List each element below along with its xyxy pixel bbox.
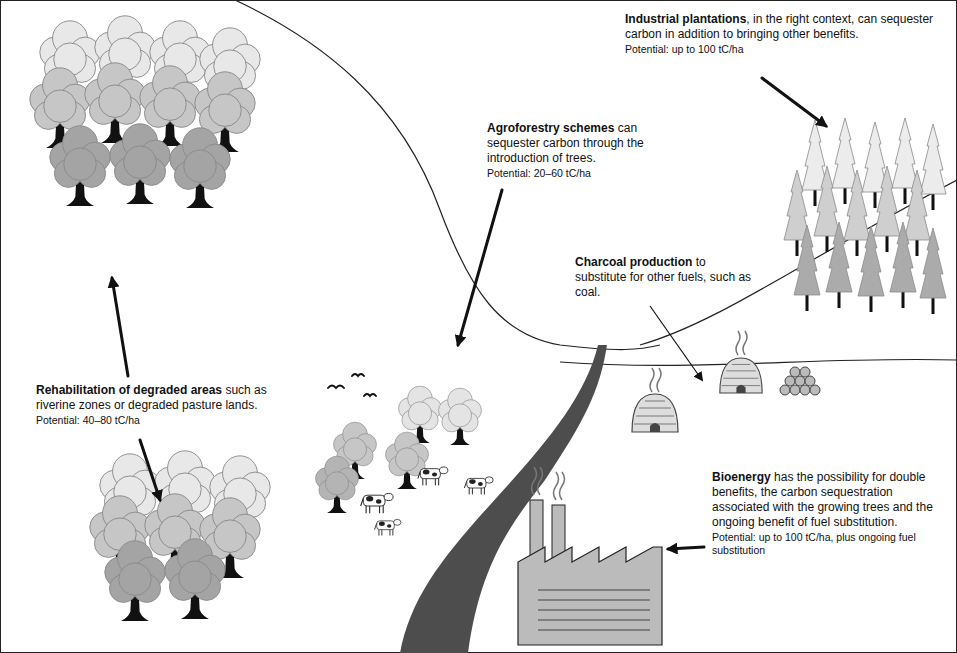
potential-note: Potential: 40–80 tC/ha [36, 414, 271, 427]
callout-heading: Agroforestry schemes [487, 121, 614, 135]
callout-paragraph: Charcoal productionto substitute for oth… [575, 255, 755, 300]
callout-paragraph: Potential: up to 100 tC/ha, plus ongoing… [712, 531, 947, 557]
callout-heading: Industrial plantations [625, 12, 746, 26]
callout-paragraph: Potential: 40–80 tC/ha [36, 414, 271, 427]
callout: Industrial plantations, in the right con… [625, 12, 945, 56]
callout-heading: Rehabilitation of degraded areas [36, 383, 222, 397]
callout-paragraph: Potential: 20–60 tC/ha [487, 167, 677, 180]
callout: Charcoal productionto substitute for oth… [575, 255, 755, 300]
callout: Rehabilitation of degraded areassuch as … [36, 383, 271, 427]
potential-note: Potential: up to 100 tC/ha, plus ongoing… [712, 531, 947, 557]
potential-note: Potential: 20–60 tC/ha [487, 167, 677, 180]
callout-paragraph: Rehabilitation of degraded areassuch as … [36, 383, 271, 413]
callout: Bioenergyhas the possibility for double … [712, 470, 947, 557]
potential-note: Potential: up to 100 tC/ha [625, 43, 945, 56]
callout-heading: Bioenergy [712, 470, 771, 484]
callout-paragraph: Bioenergyhas the possibility for double … [712, 470, 947, 530]
callout-heading: Charcoal production [575, 255, 692, 269]
callout-paragraph: Agroforestry schemescan sequester carbon… [487, 121, 677, 166]
callout-paragraph: Industrial plantations, in the right con… [625, 12, 945, 42]
callout-paragraph: Potential: up to 100 tC/ha [625, 43, 945, 56]
callout: Agroforestry schemescan sequester carbon… [487, 121, 677, 180]
